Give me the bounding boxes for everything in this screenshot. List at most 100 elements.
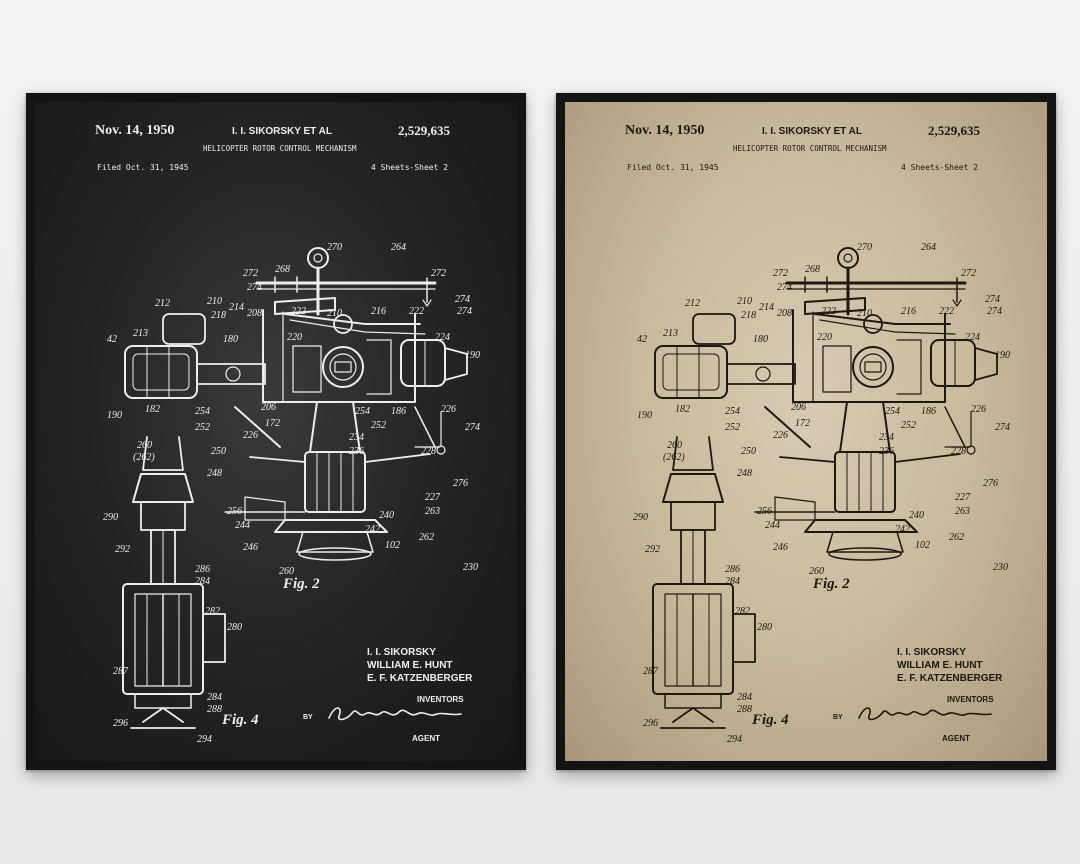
figure-label-2: Fig. 2 [283, 576, 320, 592]
reference-numeral: 252 [371, 420, 386, 431]
reference-numeral: 272 [243, 268, 258, 279]
reference-numeral: 284 [725, 576, 740, 587]
figure-label-4: Fig. 4 [222, 712, 259, 728]
reference-numeral: 262 [949, 532, 964, 543]
reference-numeral: 272 [773, 268, 788, 279]
figure-label-4: Fig. 4 [752, 712, 789, 728]
reference-numeral: 208 [777, 308, 792, 319]
reference-numeral: 282 [205, 606, 220, 617]
reference-numeral: 268 [275, 264, 290, 275]
reference-numeral: 263 [955, 506, 970, 517]
reference-numeral: 290 [633, 512, 648, 523]
reference-numeral: 213 [133, 328, 148, 339]
figure-label-2: Fig. 2 [813, 576, 850, 592]
reference-numeral: 182 [145, 404, 160, 415]
reference-numeral: 287 [643, 666, 659, 677]
reference-numeral: 42 [107, 334, 117, 345]
reference-numeral: 274 [247, 282, 262, 293]
reference-numeral: 262 [419, 532, 434, 543]
reference-numeral: 226 [441, 404, 456, 415]
reference-numeral: 236 [879, 446, 894, 457]
reference-numeral: 240 [379, 510, 394, 521]
reference-numeral: 182 [675, 404, 690, 415]
patent-date: Nov. 14, 1950 [95, 123, 175, 138]
reference-numeral: 208 [247, 308, 262, 319]
reference-numeral: 218 [741, 310, 756, 321]
reference-numeral: 270 [327, 242, 342, 253]
reference-numeral: 222 [291, 306, 306, 317]
reference-numeral: 190 [107, 410, 122, 421]
reference-numeral: 284 [195, 576, 210, 587]
reference-numeral: 190 [637, 410, 652, 421]
reference-numeral: 180 [223, 334, 238, 345]
reference-numeral: 220 [287, 332, 302, 343]
reference-numeral: 274 [455, 294, 470, 305]
reference-numeral: 284 [207, 692, 222, 703]
agent-signature [858, 707, 992, 721]
reference-numeral: 263 [425, 506, 440, 517]
reference-numeral: 226 [971, 404, 986, 415]
reference-numeral: 244 [235, 520, 250, 531]
reference-numeral: (262) [133, 452, 155, 463]
reference-numeral: 216 [901, 306, 916, 317]
reference-numeral: 272 [961, 268, 976, 279]
reference-numeral: 264 [921, 242, 936, 253]
reference-numeral: 270 [857, 242, 872, 253]
reference-numeral: 242 [365, 524, 380, 535]
reference-numeral: 276 [453, 478, 468, 489]
reference-numeral: 274 [465, 422, 480, 433]
reference-numeral: 260 [137, 440, 152, 451]
reference-numeral: 292 [645, 544, 660, 555]
reference-numeral: 246 [243, 542, 258, 553]
patent-number: 2,529,635 [928, 123, 980, 138]
reference-numeral: 216 [371, 306, 386, 317]
inventor-name: WILLIAM E. HUNT [367, 660, 453, 671]
reference-numeral: 222 [939, 306, 954, 317]
reference-numeral: 240 [909, 510, 924, 521]
reference-numeral: 236 [349, 446, 364, 457]
reference-numeral: 296 [643, 718, 658, 729]
inventor-name: I. I. SIKORSKY [367, 647, 436, 658]
sheet-label: 4 Sheets-Sheet 2 [371, 163, 449, 172]
reference-numeral: 210 [327, 308, 342, 319]
inventor-name: E. F. KATZENBERGER [897, 673, 1003, 684]
reference-numeral: 180 [753, 334, 768, 345]
reference-numeral: 102 [915, 540, 930, 551]
reference-numeral: 254 [885, 406, 900, 417]
reference-numeral: 252 [725, 422, 740, 433]
reference-numeral: 212 [685, 298, 700, 309]
reference-numeral: 242 [895, 524, 910, 535]
reference-numeral: 186 [391, 406, 406, 417]
reference-numeral: 226 [243, 430, 258, 441]
reference-numeral: 234 [879, 432, 894, 443]
reference-numeral: 246 [773, 542, 788, 553]
reference-numeral: 244 [765, 520, 780, 531]
reference-numeral: 214 [229, 302, 244, 313]
reference-numeral: 206 [791, 402, 806, 413]
reference-numeral: 256 [227, 506, 242, 517]
reference-numeral: 210 [207, 296, 222, 307]
reference-numeral: 286 [725, 564, 740, 575]
reference-numeral: 227 [425, 492, 441, 503]
reference-numeral: 290 [103, 512, 118, 523]
reference-numeral: 268 [805, 264, 820, 275]
reference-numeral: 296 [113, 718, 128, 729]
reference-numeral: 224 [965, 332, 980, 343]
agent-label: AGENT [942, 734, 970, 743]
reference-numeral: 172 [795, 418, 810, 429]
by-label: BY [833, 714, 843, 721]
reference-numeral: 248 [737, 468, 752, 479]
reference-numeral: 294 [727, 734, 742, 745]
reference-numeral: 280 [757, 622, 772, 633]
reference-numeral: 286 [195, 564, 210, 575]
reference-numeral: 222 [821, 306, 836, 317]
reference-numeral: 228 [421, 446, 436, 457]
reference-numeral: 287 [113, 666, 129, 677]
reference-numeral: 222 [409, 306, 424, 317]
reference-numeral: 260 [667, 440, 682, 451]
reference-numeral: 186 [921, 406, 936, 417]
